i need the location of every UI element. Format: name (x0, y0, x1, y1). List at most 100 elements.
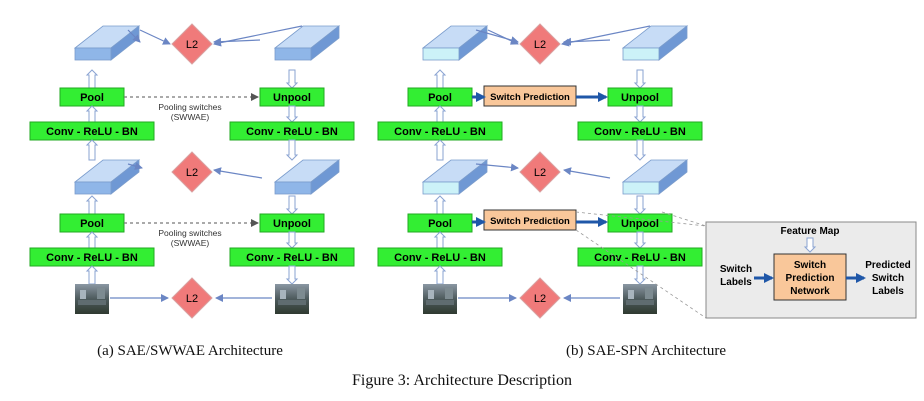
a-up-pool-to-block (85, 69, 99, 89)
b-pool-1-text: Pool (428, 92, 452, 104)
b-down-conv-to-block-shape (633, 139, 647, 161)
a-conv-dec-1-text: Conv - ReLU - BN (246, 126, 338, 138)
a-down-conv-to-img (285, 265, 299, 285)
b-unpool-1-text: Unpool (621, 92, 659, 104)
a-l2-top-shape (171, 23, 213, 65)
inset-spn-box (773, 253, 847, 301)
b-pool-1: Pool (407, 87, 473, 107)
b-down-block-to-unpool2-shape (633, 195, 647, 215)
a-l2-mid: L2 (171, 151, 213, 193)
inset-spn-2: Prediction (786, 273, 835, 284)
a-down-block-to-unpool2 (285, 195, 299, 215)
a-pool-1-text: Pool (80, 92, 104, 104)
a-down-conv-to-block (285, 139, 299, 161)
a-up-img-to-conv-shape (85, 265, 99, 285)
a-arrow-mid-right-l2 (213, 167, 263, 179)
b-output-image-road (626, 300, 654, 305)
b-input-image-tree (445, 288, 453, 299)
b-output-image-building (628, 290, 634, 299)
b-conv-enc-2: Conv - ReLU - BN (377, 247, 503, 267)
a-pool-2-text: Pool (80, 218, 104, 230)
b-l2-top-shape (519, 23, 561, 65)
b-input-image-road (426, 300, 454, 305)
figure-caption: Figure 3: Architecture Description (352, 372, 572, 389)
a-conv-dec-2: Conv - ReLU - BN (229, 247, 355, 267)
a-output-image-road (278, 300, 306, 305)
b-l2-mid: L2 (519, 151, 561, 193)
b-up-img-to-conv (433, 265, 447, 285)
b-switch-prediction-1: Switch Prediction (483, 85, 577, 107)
a-unpool-1-text: Unpool (273, 92, 311, 104)
spn-inset: Feature MapSwitchPredictionNetworkSwitch… (575, 211, 917, 319)
b-up-conv2-to-pool (433, 231, 447, 249)
b-conv-dec-2-text: Conv - ReLU - BN (594, 252, 686, 264)
a-down-block-to-unpool2-shape (285, 195, 299, 215)
a-block-enc-top-front (74, 47, 112, 61)
b-output-image-tree (645, 288, 653, 299)
a-up-pool2-to-block (85, 195, 99, 215)
b-up-img-to-conv-shape (433, 265, 447, 285)
a-down-unpool-to-conv (285, 105, 299, 123)
a-arrow-l2top-left (139, 29, 171, 45)
a-arrow-mid-left-l2 (127, 162, 143, 170)
b-down-conv-to-img (633, 265, 647, 285)
a-arrow-top-left-l2 (127, 29, 141, 43)
a-up-block-to-conv (85, 139, 99, 161)
inset-down-arrow (803, 237, 817, 253)
b-conv-enc-2-text: Conv - ReLU - BN (394, 252, 486, 264)
a-up-pool2-to-block-shape (85, 195, 99, 215)
a-input-image-tree (97, 288, 105, 299)
a-down-conv-to-img-shape (285, 265, 299, 285)
b-conv-enc-1-text: Conv - ReLU - BN (394, 126, 486, 138)
a-l2-top-text: L2 (186, 39, 198, 51)
inset-switch-labels-2: Labels (720, 277, 752, 288)
b-l2-bottom: L2 (519, 277, 561, 319)
b-arrow-mid-left-l2 (475, 163, 519, 172)
b-up-pool-to-block-shape (433, 69, 447, 89)
b-arrow-top-right-l2 (563, 37, 611, 46)
b-input-image-building (428, 290, 434, 299)
a-l2-bottom-text: L2 (186, 293, 198, 305)
b-up-block-to-conv-shape (433, 139, 447, 161)
b-block-dec-top-front (622, 47, 660, 61)
b-block-enc-top-front (422, 47, 460, 61)
inset-guide-bottom (575, 229, 707, 319)
a-conv-dec-1: Conv - ReLU - BN (229, 121, 355, 141)
b-down-unpool-to-conv (633, 105, 647, 123)
b-up-conv2-to-pool-shape (433, 231, 447, 249)
a-output-image-tree (297, 288, 305, 299)
b-l2-mid-shape (519, 151, 561, 193)
a-block-dec-mid (273, 159, 341, 195)
a-conv-enc-2: Conv - ReLU - BN (29, 247, 155, 267)
b-down-unpool-to-conv-shape (633, 105, 647, 123)
b-down-conv-to-img-shape (633, 265, 647, 285)
a-arrow-top-right-l2 (213, 37, 261, 46)
a-switch-label-2b: (SWWAE) (171, 238, 210, 248)
b-up-pool2-to-block (433, 195, 447, 215)
a-down-block-to-unpool-shape (285, 69, 299, 89)
a-block-enc-mid (73, 159, 141, 195)
b-conv-enc-1: Conv - ReLU - BN (377, 121, 503, 141)
inset-guide-top (575, 211, 707, 227)
b-up-pool2-to-block-shape (433, 195, 447, 215)
a-pool-1: Pool (59, 87, 125, 107)
a-down-unpool2-to-conv-shape (285, 231, 299, 249)
a-switch-label-1b: (SWWAE) (171, 112, 210, 122)
inset-switch-labels-1: Switch (720, 264, 752, 275)
a-switch-label-2a: Pooling switches (158, 228, 221, 238)
a-block-enc-mid-front (74, 181, 112, 195)
a-switch-label-1a: Pooling switches (158, 102, 221, 112)
b-conv-dec-2: Conv - ReLU - BN (577, 247, 703, 267)
inset-spn-1: Switch (794, 260, 826, 271)
b-input-image (423, 284, 457, 314)
a-l2-mid-text: L2 (186, 167, 198, 179)
b-down-conv-to-block (633, 139, 647, 161)
b-block-dec-mid (621, 159, 689, 195)
a-block-dec-top-front (274, 47, 312, 61)
a-unpool-1: Unpool (259, 87, 325, 107)
b-block-enc-mid (421, 159, 489, 195)
caption-a: (a) SAE/SWWAE Architecture (97, 343, 283, 359)
inset-guide-right (661, 211, 707, 227)
a-conv-enc-2-text: Conv - ReLU - BN (46, 252, 138, 264)
